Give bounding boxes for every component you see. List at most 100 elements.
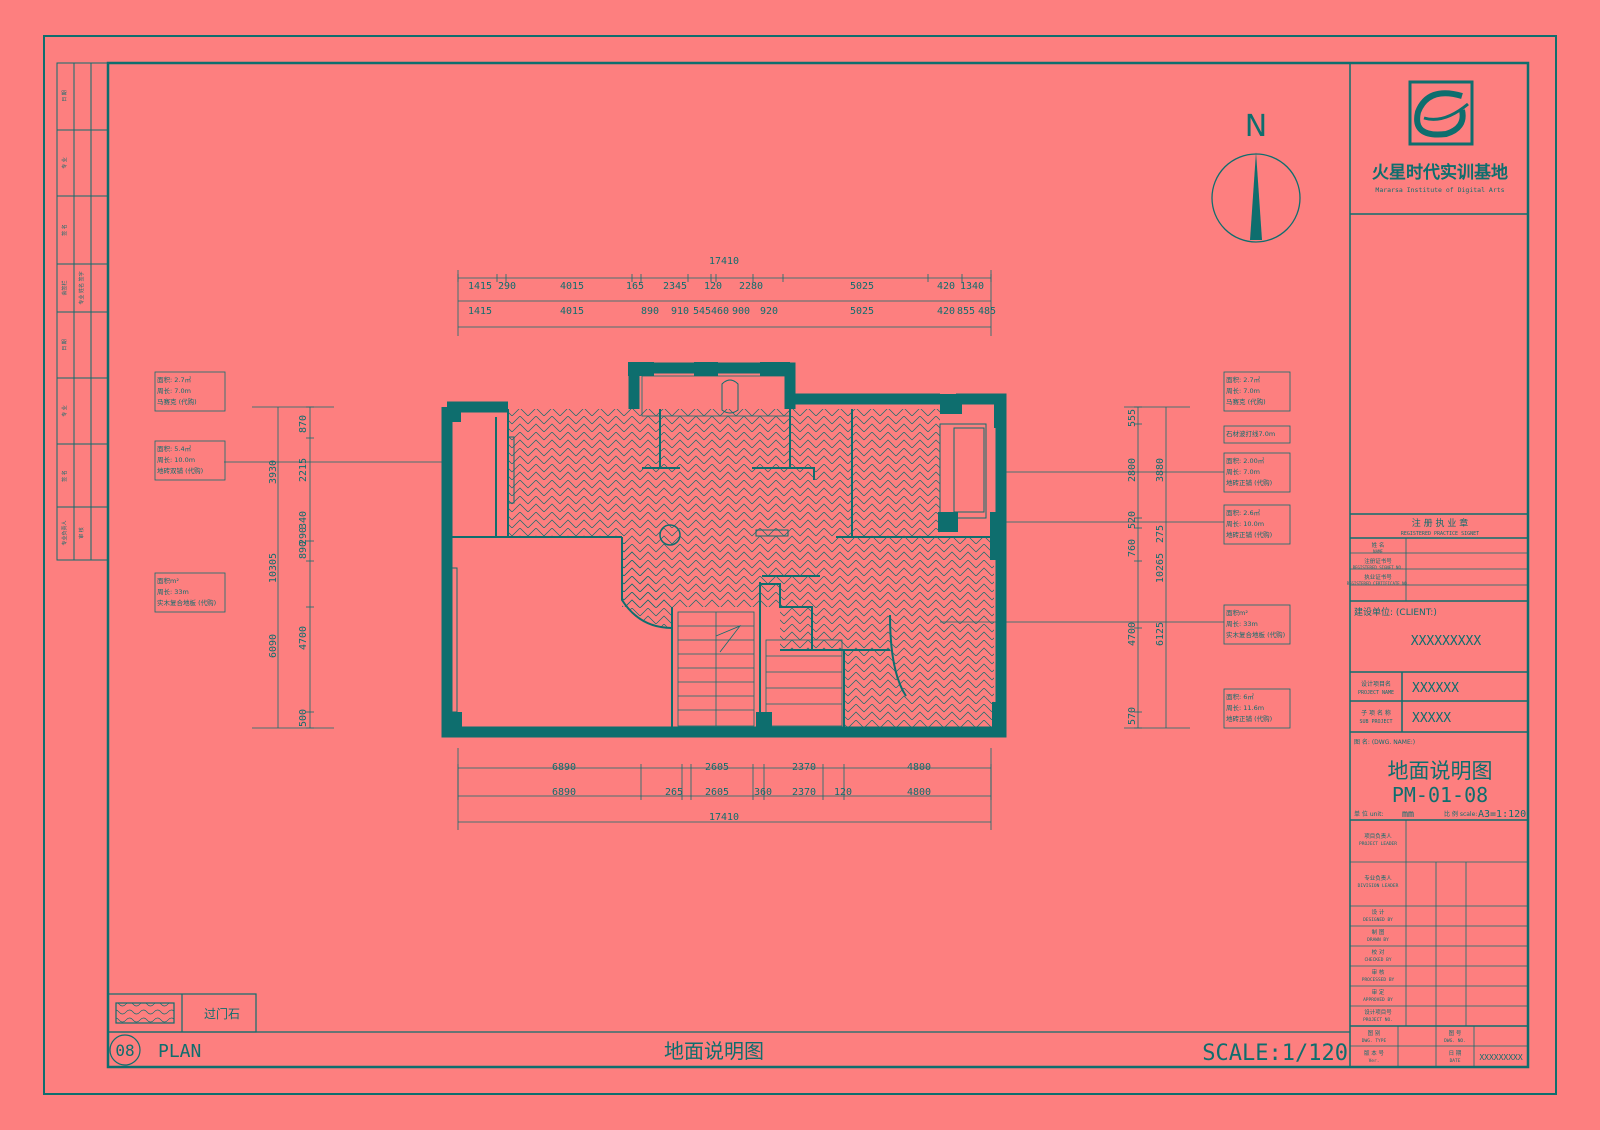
dim-top-row1: 165 <box>626 281 644 292</box>
left-floor-note: 周长: 33m <box>157 587 189 596</box>
unit-label: 单 位 unit: <box>1354 810 1383 818</box>
staff-role-en: DIVISION LEADER <box>1358 883 1399 889</box>
left-floor-note: 面积: 5.4㎡ <box>157 444 192 453</box>
right-floor-note: 面积m² <box>1226 608 1248 617</box>
left-floor-note: 面积m² <box>157 576 179 585</box>
dim-top-row1: 4015 <box>560 281 584 292</box>
dim-left-inner: 500 <box>298 709 309 727</box>
subproject-value: XXXXX <box>1412 711 1451 726</box>
dim-bottom-row2: 2370 <box>792 787 816 798</box>
legend-label: 过门石 <box>204 1006 240 1021</box>
right-floor-note: 地砖正铺 (代购) <box>1226 530 1272 539</box>
client-value: XXXXXXXXX <box>1411 634 1482 649</box>
right-floor-note: 周长: 33m <box>1226 619 1258 628</box>
project-label-cn: 设计项目名 <box>1361 680 1391 688</box>
dim-right-inner: 570 <box>1127 707 1138 725</box>
dim-top-row1: 290 <box>498 281 516 292</box>
left-floor-note: 实木复合地板 (代购) <box>157 598 216 607</box>
herringbone-floor-middle <box>622 537 994 607</box>
right-floor-note: 周长: 7.0m <box>1226 467 1260 476</box>
herringbone-floor-upper <box>508 409 940 537</box>
reg-row-label-en: REGISTERED SIGNET NO. <box>1353 565 1404 570</box>
reg-row-label: 执业证书号 <box>1364 573 1392 581</box>
right-floor-note: 面积: 2.6㎡ <box>1226 508 1261 517</box>
dwg-meta-label-en: Ver. <box>1369 1058 1380 1064</box>
dim-bottom-row2: 265 <box>665 787 683 798</box>
right-floor-note: 周长: 11.6m <box>1226 703 1264 712</box>
dim-top-row2: 920 <box>760 306 778 317</box>
unit-value: mm <box>1402 809 1414 820</box>
herringbone-floor-lower <box>780 607 994 727</box>
right-floor-note-box <box>1223 371 1291 412</box>
dim-top-row2: 855 <box>957 306 975 317</box>
right-floor-note-box <box>1223 604 1291 645</box>
dim-top-row1: 1340 <box>960 281 984 292</box>
dim-bottom-row2: 4800 <box>907 787 931 798</box>
dwg-meta-label: 图 别 <box>1368 1029 1381 1037</box>
margin-label: 签 名 <box>61 224 68 236</box>
staff-role: 审 核 <box>1372 968 1385 976</box>
dim-right-inner: 4700 <box>1127 622 1138 646</box>
subproject-label-cn: 子 项 名 称 <box>1361 709 1391 717</box>
reg-seal-subtitle: REGISTERED PRACTICE SIGNET <box>1401 531 1479 537</box>
left-margin-labels: 日 期专 业签 名会签栏专业 姓名 签字日 期专 业签 名专业负责人审 核 <box>61 90 85 545</box>
right-floor-note: 面积: 2.7㎡ <box>1226 375 1261 384</box>
dim-left-inner: 890 <box>298 541 309 559</box>
right-floor-note-box <box>1223 452 1291 493</box>
dim-top-row1: 2280 <box>739 281 763 292</box>
dim-top-row2: 1415 <box>468 306 492 317</box>
right-floor-note: 面积: 6㎡ <box>1226 692 1254 701</box>
right-floor-note: 周长: 10.0m <box>1226 519 1264 528</box>
drawing-name-label: 图 名: (DWG. NAME:) <box>1354 738 1415 746</box>
staff-role: 制 图 <box>1372 928 1385 936</box>
dim-left-outer: 6090 <box>268 634 279 658</box>
right-floor-note-box <box>1223 504 1291 545</box>
reg-seal-title: 注 册 执 业 章 <box>1412 517 1468 529</box>
dim-right-inner: 2800 <box>1127 458 1138 482</box>
logo-text: 火星时代实训基地 <box>1372 162 1508 183</box>
right-floor-note: 地砖正铺 (代购) <box>1226 714 1272 723</box>
dim-bottom-row1: 2605 <box>705 762 729 773</box>
right-floor-note: 石材波打线7.0m <box>1226 429 1275 438</box>
north-label: N <box>1245 109 1267 144</box>
dim-left-inner: 870 <box>298 415 309 433</box>
dim-bottom-row2: 2605 <box>705 787 729 798</box>
dim-top-row1: 420 <box>937 281 955 292</box>
margin-label: 日 期 <box>62 339 68 351</box>
reg-row-label-en: NAME <box>1373 549 1383 554</box>
dim-top-row2: 910 <box>671 306 689 317</box>
dim-left-inner: 4700 <box>298 626 309 650</box>
dim-bottom-row2: 120 <box>834 787 852 798</box>
staff-role: 校 对 <box>1372 948 1385 956</box>
left-floor-note: 周长: 7.0m <box>157 386 191 395</box>
margin-label: 会签栏 <box>61 280 68 295</box>
dim-top-row2: 890 <box>641 306 659 317</box>
staff-role-en: CHECKED BY <box>1364 957 1391 963</box>
subproject-label-en: SUB PROJECT <box>1359 719 1392 725</box>
dim-top-row2: 5025 <box>850 306 874 317</box>
left-margin-strip <box>56 62 109 561</box>
floor-plan <box>441 362 1007 738</box>
scale-info-value: A3=1:120 <box>1478 809 1526 820</box>
dim-top-row2: 460 <box>711 306 729 317</box>
curved-floor <box>622 537 672 628</box>
drawing-frame <box>106 61 1530 1069</box>
dwg-meta-label-en: DWG. TYPE <box>1362 1038 1387 1044</box>
margin-label: 专 业 <box>61 405 68 417</box>
left-floor-note-box <box>154 572 226 613</box>
dwg-meta-label: 版 本 号 <box>1364 1049 1384 1057</box>
reg-row-label-en: REGISTERED CERTIFICATE NO. <box>1347 581 1410 586</box>
dim-bottom-row1: 6890 <box>552 762 576 773</box>
dim-right-inner: 555 <box>1127 409 1138 427</box>
dwg-meta-label: 日 期 <box>1449 1050 1462 1057</box>
right-floor-note: 面积: 2.00㎡ <box>1226 456 1265 465</box>
staff-role-en: DESIGNED BY <box>1363 917 1393 923</box>
dim-top-row2: 485 <box>978 306 996 317</box>
dim-top-row2: 545 <box>693 306 711 317</box>
left-floor-note: 面积: 2.7㎡ <box>157 375 192 384</box>
right-floor-note: 实木复合地板 (代购) <box>1226 630 1285 639</box>
drawing-number-circle <box>109 1034 141 1066</box>
right-floor-note: 周长: 7.0m <box>1226 386 1260 395</box>
dim-right-outer: 275 <box>1155 525 1166 543</box>
